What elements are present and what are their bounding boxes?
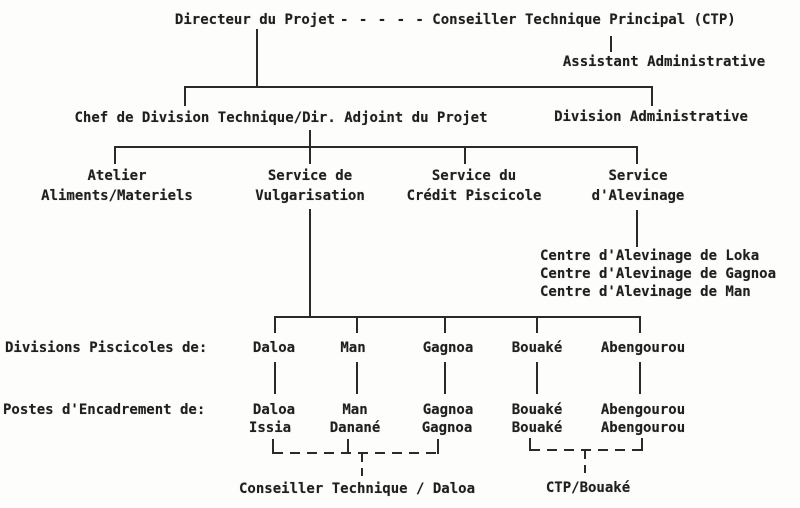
connector-stub-vulgarisation — [309, 146, 311, 164]
node-service-vulgarisation-line2: Vulgarisation — [255, 188, 365, 204]
connector-div-poste-abengourou — [639, 362, 641, 394]
connector-div-poste-gagnoa — [444, 362, 446, 394]
poste-item: Abengourou — [600, 420, 686, 436]
dashed-rail-right — [530, 449, 643, 451]
hatchery-list-item: Centre d'Alevinage de Loka — [540, 248, 760, 264]
poste-item: Bouaké — [511, 402, 563, 418]
poste-item: Gagnoa — [421, 420, 473, 436]
node-service-alevinage-line2: d'Alevinage — [591, 188, 685, 204]
division-item: Gagnoa — [422, 340, 474, 356]
connector-stub-issia — [272, 439, 274, 454]
dashed-drop-right — [584, 451, 586, 478]
poste-item: Gagnoa — [422, 402, 474, 418]
poste-item: Bouaké — [511, 420, 563, 436]
connector-div-poste-daloa — [274, 362, 276, 394]
node-atelier-line1: Atelier — [87, 168, 147, 184]
poste-item: Danané — [329, 420, 381, 436]
node-service-vulgarisation-line1: Service de — [267, 168, 353, 184]
connector-stub-credit — [464, 146, 466, 164]
connector-div-poste-man — [356, 362, 358, 394]
hatchery-list-item: Centre d'Alevinage de Gagnoa — [540, 266, 777, 282]
connector-vulgarisation-drop — [309, 209, 311, 318]
dashed-rail-left — [273, 452, 439, 454]
node-directeur-du-projet: Directeur du Projet — [174, 12, 336, 28]
node-division-administrative: Division Administrative — [554, 109, 748, 125]
division-item: Daloa — [252, 340, 296, 356]
division-item: Man — [340, 340, 366, 356]
node-conseiller-technique-daloa: Conseiller Technique / Daloa — [238, 481, 476, 497]
connector-stub-bouake2 — [529, 438, 531, 451]
connector-director-drop — [256, 29, 258, 87]
node-assistant-administrative: Assistant Administrative — [562, 54, 766, 70]
connector-tick-daloa — [274, 316, 276, 333]
connector-stub-gagnoa2 — [437, 439, 439, 454]
connector-rail-level2 — [185, 86, 653, 88]
node-conseiller-technique-principal: Conseiller Technique Principal (CTP) — [432, 12, 736, 28]
connector-tick-abengourou — [639, 316, 641, 333]
division-item: Bouaké — [511, 340, 563, 356]
poste-item: Issia — [248, 420, 292, 436]
connector-tick-gagnoa — [444, 316, 446, 333]
poste-item: Daloa — [252, 402, 296, 418]
poste-item: Man — [342, 402, 368, 418]
node-service-credit-piscicole-line2: Crédit Piscicole — [406, 188, 542, 204]
connector-rail-divisions — [275, 316, 641, 318]
connector-stub-abengourou2 — [641, 438, 643, 451]
connector-stub-technical — [184, 86, 186, 106]
connector-div-poste-bouake — [536, 362, 538, 394]
node-ctp-bouake: CTP/Bouaké — [545, 480, 631, 496]
connector-stub-atelier — [114, 146, 116, 164]
connector-tick-bouake — [536, 316, 538, 333]
row-label-divisions: Divisions Piscicoles de: — [5, 340, 208, 356]
hatchery-list-item: Centre d'Alevinage de Man — [540, 284, 751, 300]
connector-stub-alevinage — [636, 146, 638, 164]
poste-item: Abengourou — [600, 402, 686, 418]
division-item: Abengourou — [600, 340, 686, 356]
row-label-postes: Postes d'Encadrement de: — [3, 402, 206, 418]
connector-tick-man — [356, 316, 358, 333]
connector-rail-services — [114, 146, 638, 148]
connector-ctp-assistant — [610, 36, 612, 52]
node-service-credit-piscicole-line1: Service du — [431, 168, 517, 184]
connector-chef-drop — [309, 130, 311, 147]
node-chef-division-technique: Chef de Division Technique/Dir. Adjoint … — [74, 110, 488, 126]
connector-alevinage-drop — [636, 210, 638, 247]
dashed-link-director-ctp: - - - - - — [340, 12, 425, 28]
node-atelier-line2: Aliments/Materiels — [41, 188, 193, 204]
connector-stub-administrative — [651, 86, 653, 106]
connector-stub-danane — [347, 439, 349, 454]
dashed-drop-left — [361, 454, 363, 479]
node-service-alevinage-line1: Service — [608, 168, 668, 184]
